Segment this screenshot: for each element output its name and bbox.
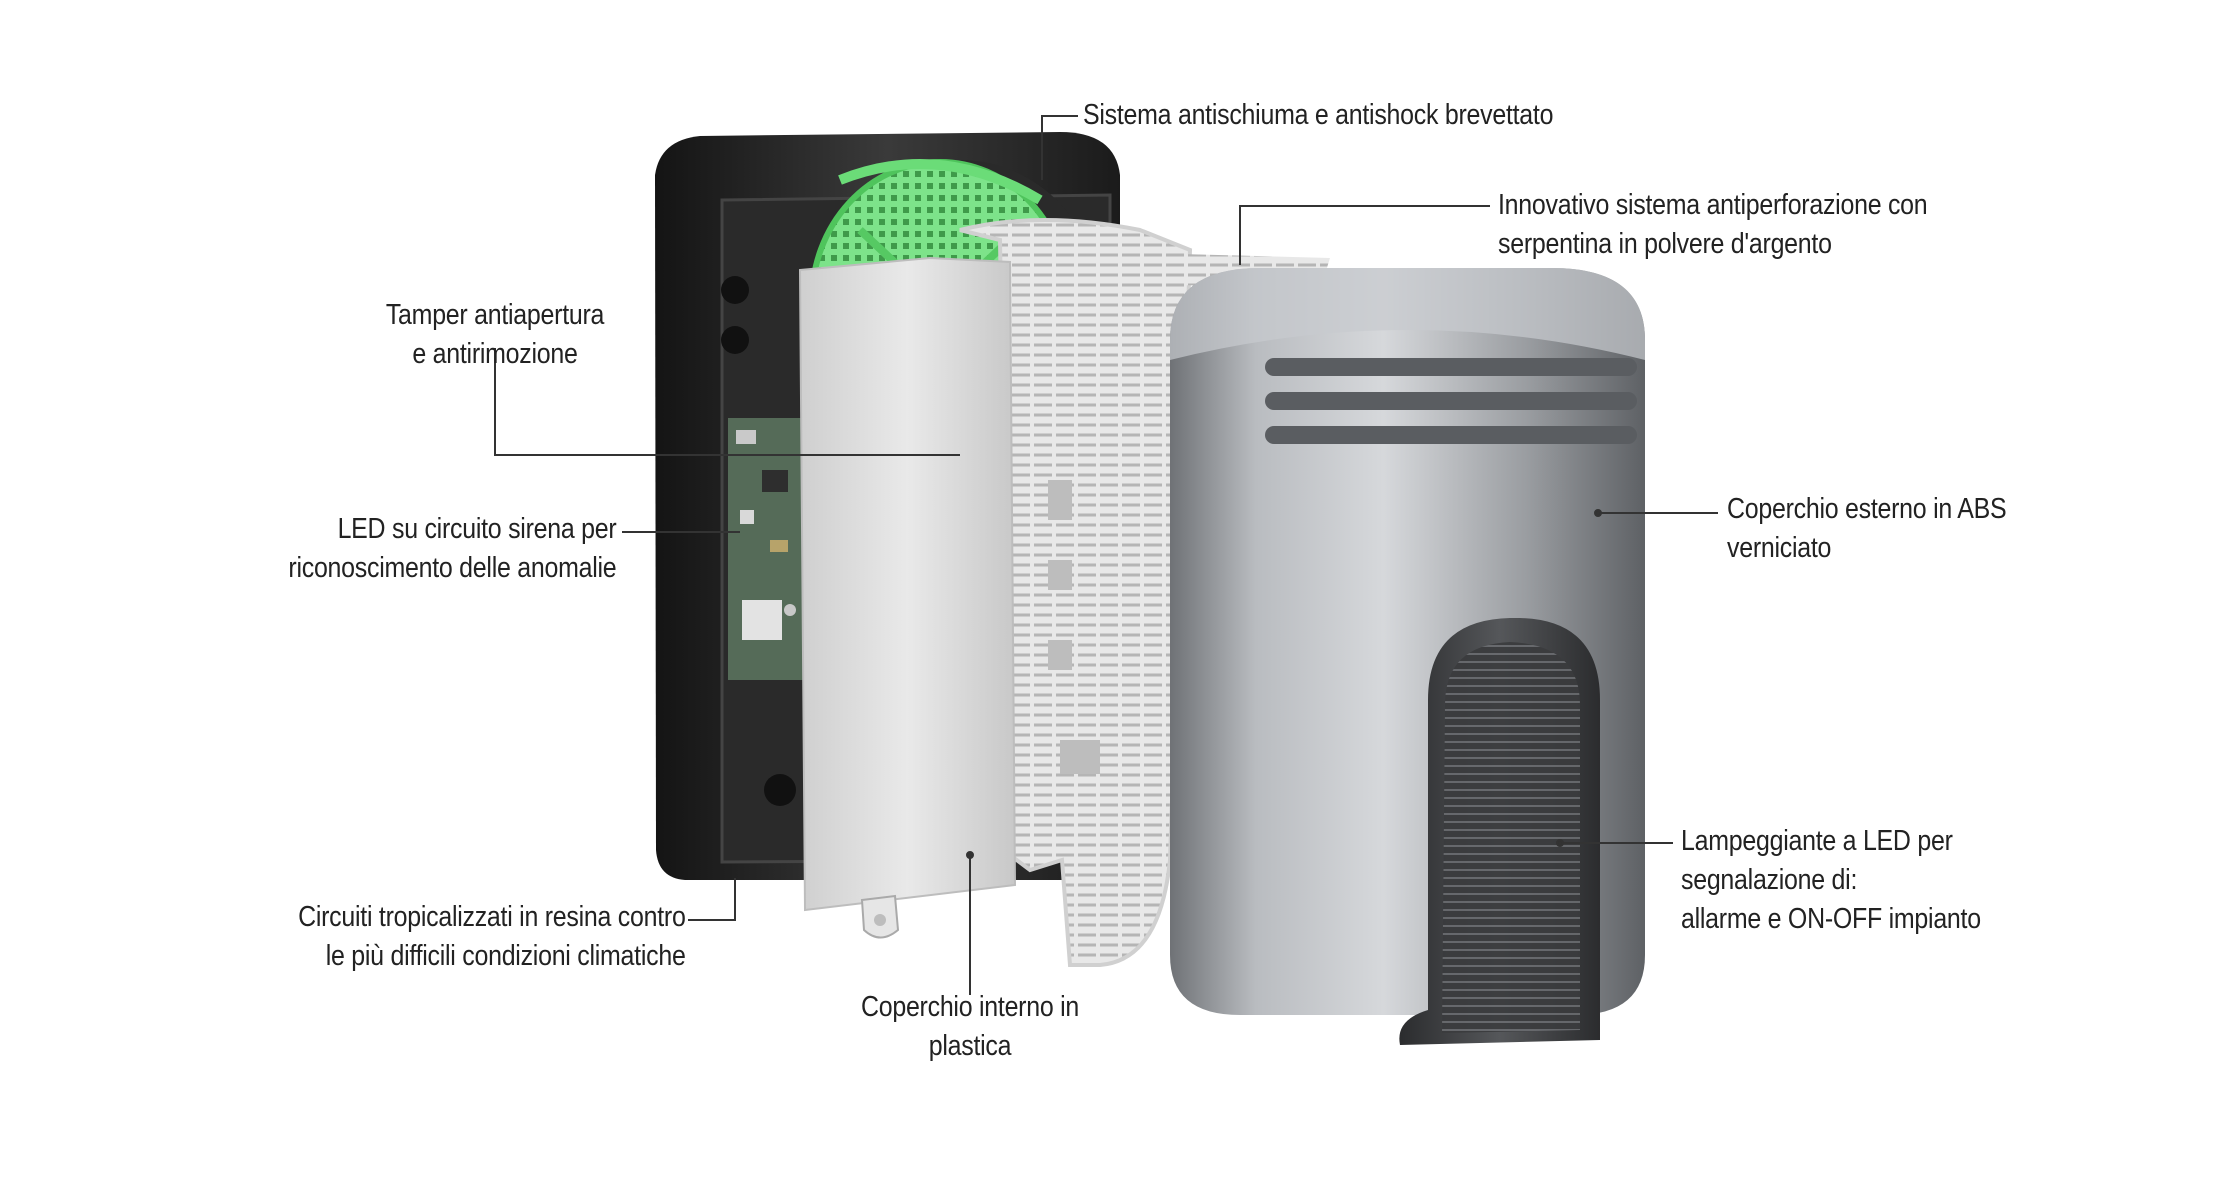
label-led-circuit-line-1: LED su circuito sirena per [337, 513, 616, 545]
label-antidrill-system: Innovativo sistema antiperforazione con … [1498, 186, 1928, 264]
label-outer-cover-line-2: verniciato [1727, 532, 1832, 564]
label-led-flasher: Lampeggiante a LED per segnalazione di: … [1681, 822, 1981, 939]
inner-cover [798, 256, 1017, 939]
label-tamper-line-2: e antirimozione [412, 338, 578, 370]
label-outer-cover-line-1: Coperchio esterno in ABS [1727, 493, 2007, 525]
label-tropicalized-circuits: Circuiti tropicalizzati in resina contro… [298, 898, 687, 976]
label-antifoam-text: Sistema antischiuma e antishock brevetta… [1083, 99, 1554, 131]
label-antifoam-system: Sistema antischiuma e antishock brevetta… [1083, 96, 1553, 135]
outer-cover [1170, 268, 1645, 1045]
label-flasher-line-1: Lampeggiante a LED per [1681, 825, 1953, 857]
label-led-circuit: LED su circuito sirena per riconosciment… [288, 510, 616, 588]
label-tropical-line-2: le più difficili condizioni climatiche [326, 940, 686, 972]
circuit-board [728, 418, 808, 680]
label-inner-cover-line-1: Coperchio interno in [860, 991, 1080, 1023]
label-antidrill-line-1: Innovativo sistema antiperforazione con [1498, 189, 1928, 221]
label-tamper-line-1: Tamper antiapertura [385, 299, 605, 331]
label-antidrill-line-2: serpentina in polvere d'argento [1498, 228, 1832, 260]
label-tropical-line-1: Circuiti tropicalizzati in resina contro [298, 901, 687, 933]
label-tamper: Tamper antiapertura e antirimozione [366, 296, 624, 374]
label-led-circuit-line-2: riconoscimento delle anomalie [287, 552, 616, 584]
label-outer-cover: Coperchio esterno in ABS verniciato [1727, 490, 2007, 568]
label-inner-cover: Coperchio interno in plastica [841, 988, 1099, 1066]
label-inner-cover-line-2: plastica [928, 1030, 1012, 1062]
label-flasher-line-3: allarme e ON-OFF impianto [1681, 903, 1981, 935]
leader-lines [494, 115, 1718, 995]
label-flasher-line-2: segnalazione di: [1681, 864, 1858, 896]
